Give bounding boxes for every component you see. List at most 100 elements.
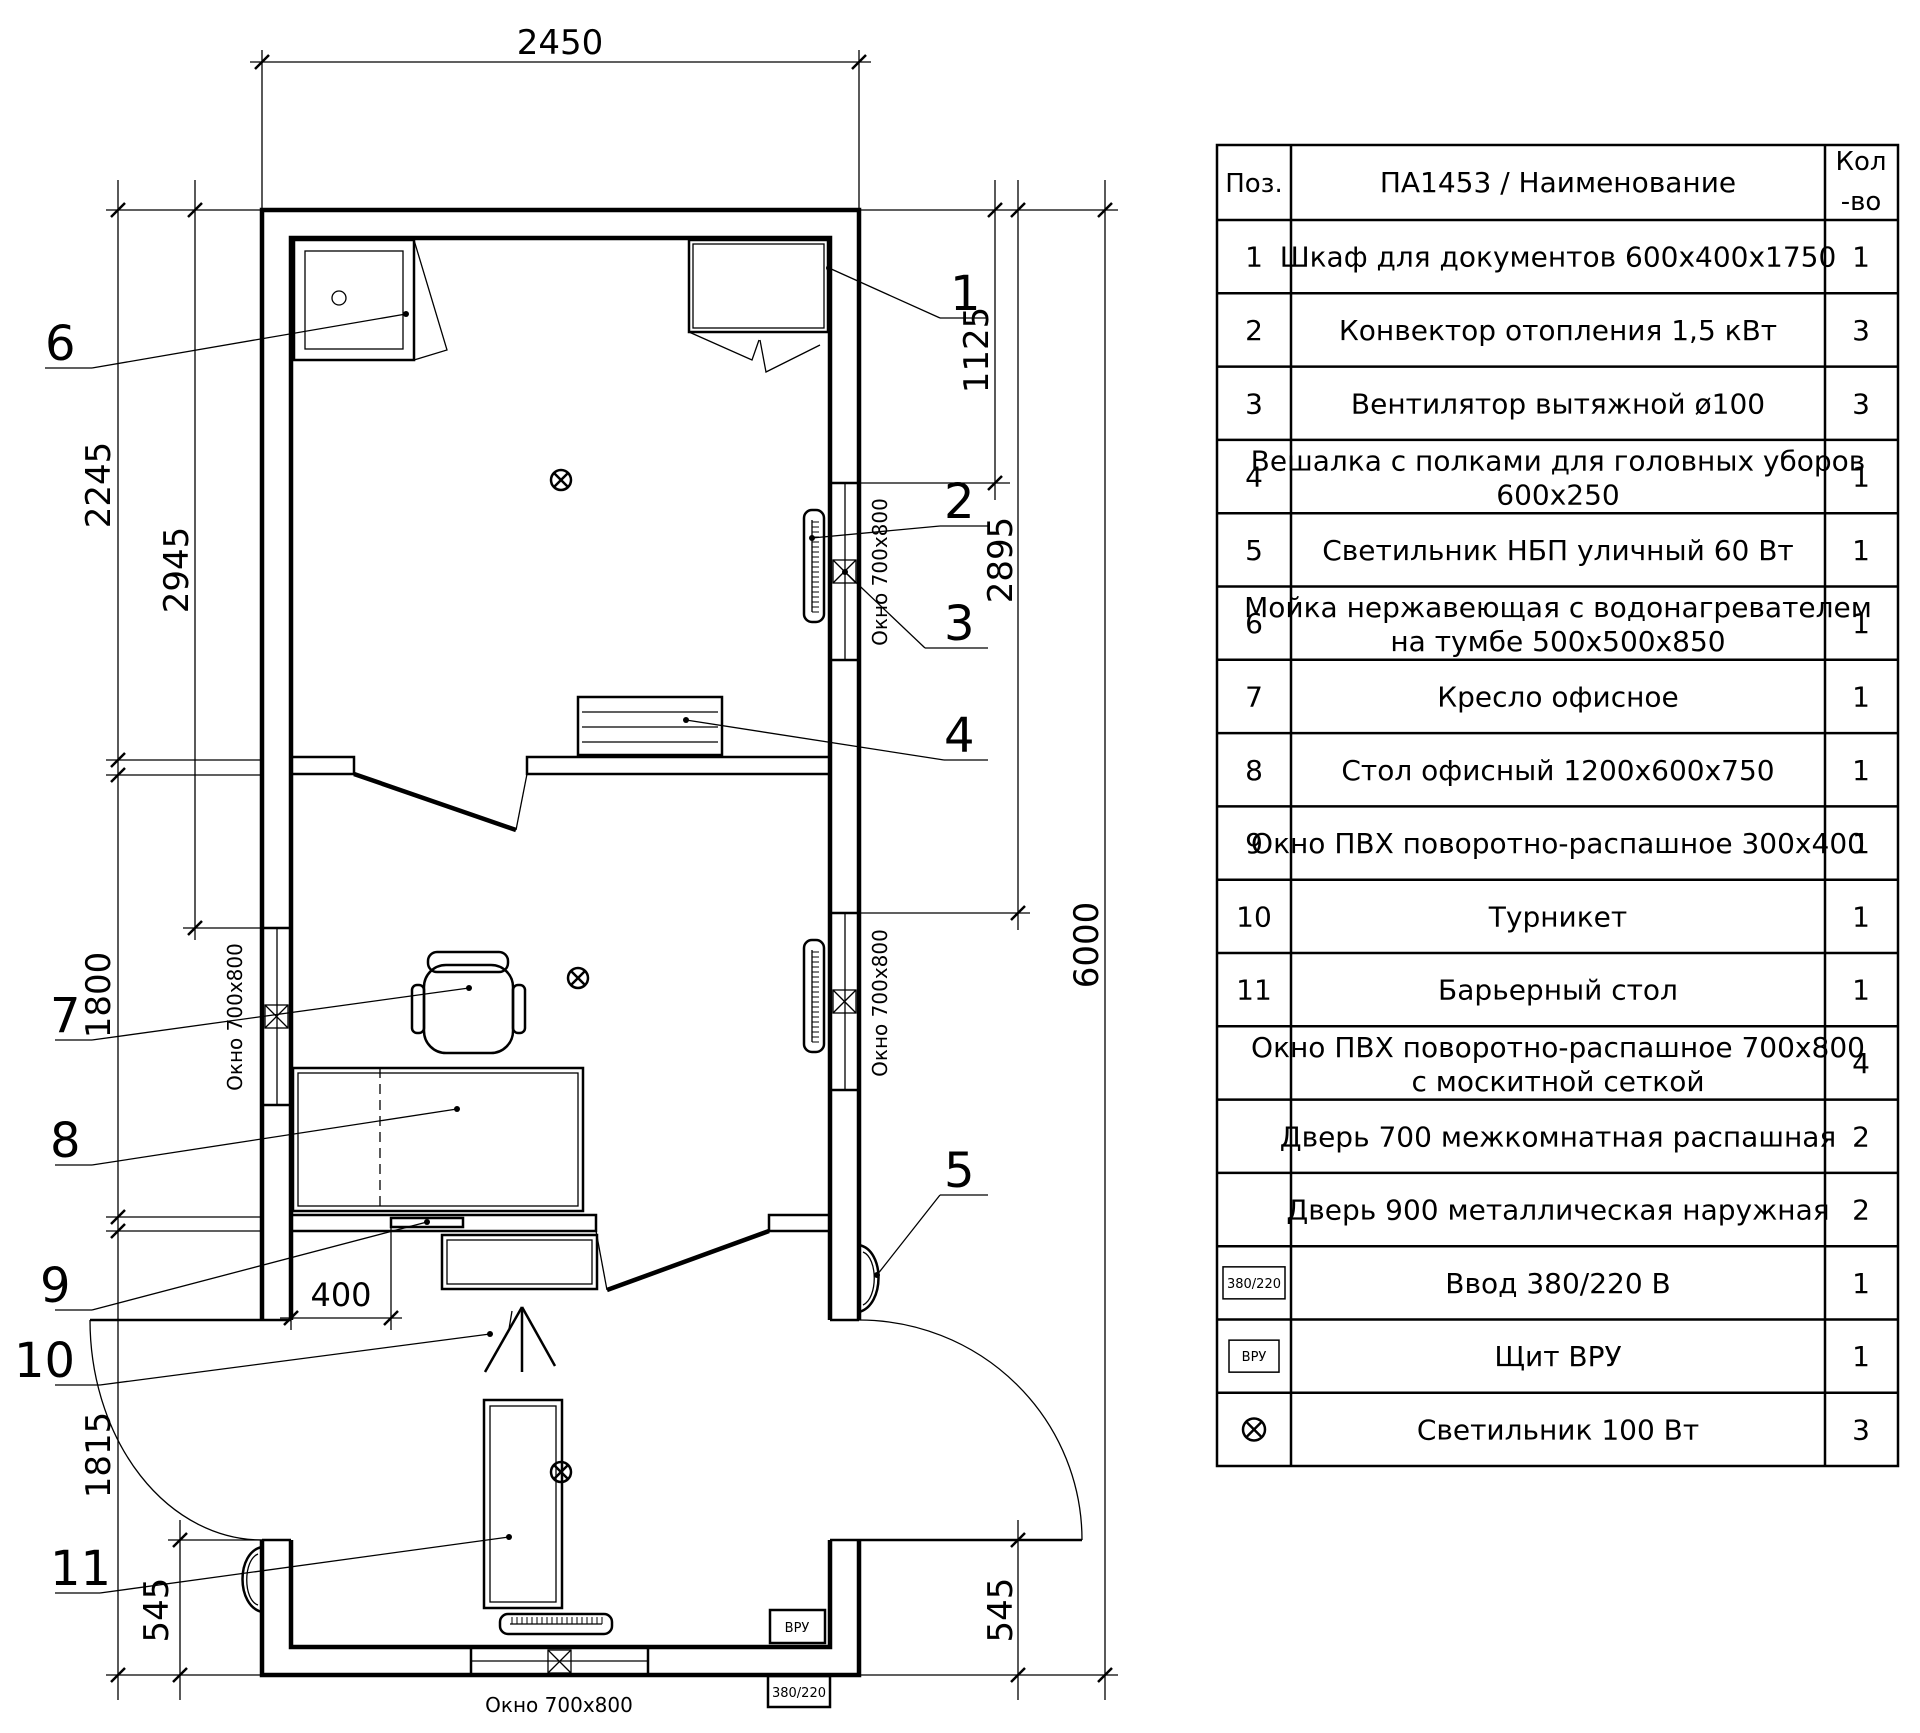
row-name: Вентилятор вытяжной ø100 [1351, 387, 1765, 420]
table-row: 1 Шкаф для документов 600х400х1750 1 [1245, 241, 1870, 274]
table-row: 11 Барьерный стол 1 [1236, 974, 1870, 1007]
row-qty: 2 [1852, 1120, 1870, 1153]
row-qty: 1 [1852, 680, 1870, 713]
turnstile [483, 1306, 557, 1373]
row-qty: 1 [1852, 974, 1870, 1007]
row-symbol-label: ВРУ [1242, 1350, 1267, 1365]
row-pos: 10 [1236, 900, 1272, 933]
row-name: Окно ПВХ поворотно-распашное 700х800 [1251, 1031, 1865, 1064]
dim-1125: 1125 [957, 307, 997, 394]
header-name: ПА1453 / Наименование [1380, 166, 1736, 199]
lamp-100w-3 [549, 1460, 573, 1484]
callout-10: 10 [14, 1333, 75, 1389]
window-label-bottom: Окно 700х800 [485, 1693, 633, 1717]
convector-ticks [812, 521, 819, 613]
row-symbol-icon: 380/220 [1222, 1266, 1286, 1300]
dim-2450: 2450 [517, 23, 604, 63]
convector-ticks [511, 1617, 603, 1624]
row-pos: 9 [1245, 827, 1263, 860]
row-symbol-icon: ВРУ [1228, 1339, 1280, 1373]
row-pos: 11 [1236, 974, 1272, 1007]
row-name: Ввод 380/220 В [1445, 1267, 1671, 1300]
header-pos: Поз. [1225, 169, 1283, 199]
callout-3: 3 [944, 596, 975, 652]
dimension-lines: 2450 2245 2945 1800 1815 545 [79, 23, 1118, 1700]
row-qty: 2 [1852, 1194, 1870, 1227]
row-pos: 3 [1245, 387, 1263, 420]
office-chair [410, 950, 527, 1055]
outer-wall [259, 207, 862, 1678]
table-row: Ввод 380/220 В 1 380/220 [1222, 1266, 1870, 1300]
row-pos: 1 [1245, 241, 1263, 274]
window-bottom [469, 1645, 650, 1677]
barrier-table [482, 1398, 564, 1610]
row-qty: 3 [1852, 314, 1870, 347]
inner-wall [288, 235, 833, 1650]
row-qty: 1 [1852, 827, 1870, 860]
floor-plan: ВРУ 380/220 [89, 207, 1083, 1709]
dim-2895: 2895 [981, 517, 1021, 604]
table-row: 7 Кресло офисное 1 [1245, 680, 1870, 713]
dim-400: 400 [310, 1276, 371, 1314]
entrance-doors [89, 1318, 1083, 1542]
dim-545-left: 545 [137, 1578, 177, 1643]
callout-5: 5 [944, 1143, 975, 1199]
lower-partition [289, 1213, 832, 1293]
row-name: Вешалка с полками для головных уборов [1251, 445, 1866, 478]
callout-11: 11 [50, 1541, 111, 1597]
counter-box [440, 1233, 599, 1291]
row-name: Конвектор отопления 1,5 кВт [1339, 314, 1777, 347]
row-qty: 1 [1852, 1267, 1870, 1300]
lamp-symbol-icon [1241, 1417, 1267, 1442]
callout-9: 9 [40, 1258, 71, 1314]
sink [292, 238, 448, 362]
table-rows: 1 Шкаф для документов 600х400х1750 1 2 Конве… [1222, 241, 1872, 1446]
row-qty: 1 [1852, 754, 1870, 787]
row-name: Турникет [1488, 900, 1627, 933]
convector-middle [802, 938, 826, 1054]
power-input-label: 380/220 [772, 1686, 826, 1701]
row-name-line2: 600х250 [1496, 479, 1619, 512]
callout-4: 4 [944, 708, 975, 764]
row-name: Шкаф для документов 600х400х1750 [1280, 241, 1837, 274]
dim-2945: 2945 [157, 527, 197, 614]
vru-label: ВРУ [785, 1621, 810, 1636]
row-name: Барьерный стол [1438, 974, 1678, 1007]
row-pos: 7 [1245, 680, 1263, 713]
window-label-right-middle: Окно 700х800 [868, 929, 892, 1077]
table-row-lines [1217, 218, 1898, 1395]
dim-2245: 2245 [79, 442, 119, 529]
power-input: 380/220 [766, 1674, 832, 1709]
vru-panel: ВРУ [768, 1608, 827, 1645]
upper-partition [289, 755, 832, 833]
row-qty: 1 [1852, 241, 1870, 274]
row-pos: 5 [1245, 534, 1263, 567]
callouts: 1 2 3 4 5 6 7 8 [14, 265, 988, 1597]
row-qty: 4 [1852, 1047, 1870, 1080]
row-pos: 4 [1245, 461, 1263, 494]
row-name: Мойка нержавеющая с водонагревателем [1244, 591, 1872, 624]
row-pos: 6 [1245, 607, 1263, 640]
lamp-100w-2 [566, 966, 590, 990]
row-qty: 1 [1852, 900, 1870, 933]
dim-6000: 6000 [1067, 902, 1107, 989]
row-name: Кресло офисное [1437, 680, 1679, 713]
window-right-middle [828, 911, 861, 1092]
hat-hanger [576, 695, 724, 757]
row-symbol-label: 380/220 [1227, 1277, 1281, 1292]
callout-8: 8 [50, 1113, 81, 1169]
row-name-line2: на тумбе 500х500х850 [1390, 625, 1725, 658]
street-light-left [241, 1545, 263, 1614]
row-qty: 3 [1852, 1413, 1870, 1446]
